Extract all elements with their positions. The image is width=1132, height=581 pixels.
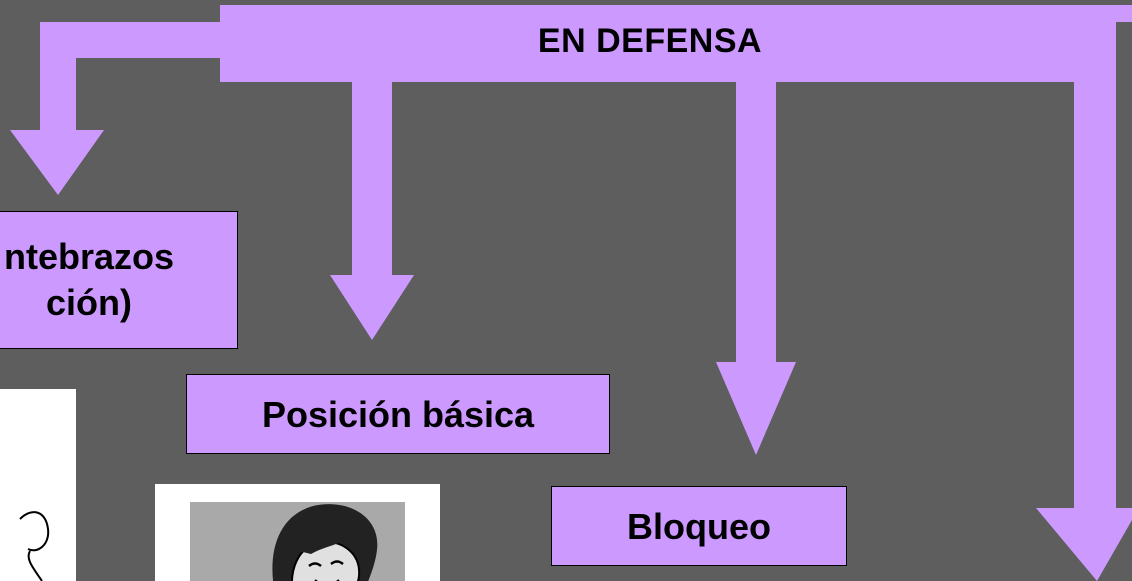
cartoon-girl-icon xyxy=(190,502,405,581)
box-antebrazos: ntebrazos ción) xyxy=(0,211,238,349)
antebrazos-line-1: ntebrazos xyxy=(3,236,175,277)
player-figure-image xyxy=(0,389,76,581)
box-posicion-basica: Posición básica xyxy=(186,374,610,454)
arrow-bloqueo xyxy=(716,82,796,455)
header-bar xyxy=(220,5,1132,82)
box-bloqueo: Bloqueo xyxy=(551,486,847,566)
arrow-right xyxy=(1036,82,1132,581)
diagram-title: EN DEFENSA xyxy=(537,22,763,60)
antebrazos-line-2: ción) xyxy=(46,282,132,323)
player-figure-icon xyxy=(19,511,50,581)
cartoon-girl-image xyxy=(155,484,440,581)
arrow-left xyxy=(10,22,220,195)
arrow-posicion xyxy=(330,82,414,340)
